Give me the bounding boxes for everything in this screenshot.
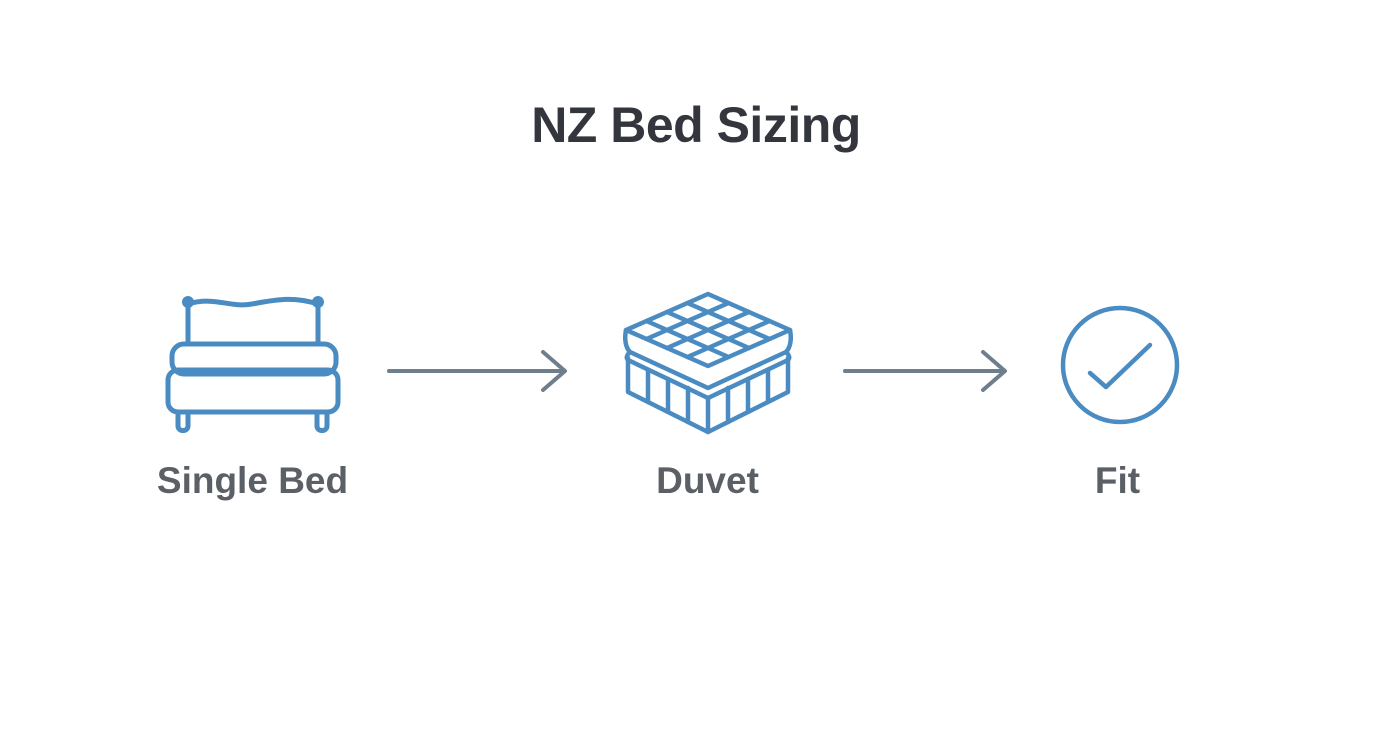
step-label-single-bed: Single Bed	[156, 460, 349, 501]
arrow-icon	[841, 348, 1016, 399]
page-title: NZ Bed Sizing	[531, 97, 861, 153]
step-label-fit: Fit	[1094, 460, 1141, 501]
arrow-icon	[385, 348, 575, 399]
bed-icon	[160, 292, 345, 437]
step-label-duvet: Duvet	[656, 460, 759, 501]
check-circle-icon	[1058, 305, 1182, 425]
duvet-icon	[620, 288, 795, 438]
